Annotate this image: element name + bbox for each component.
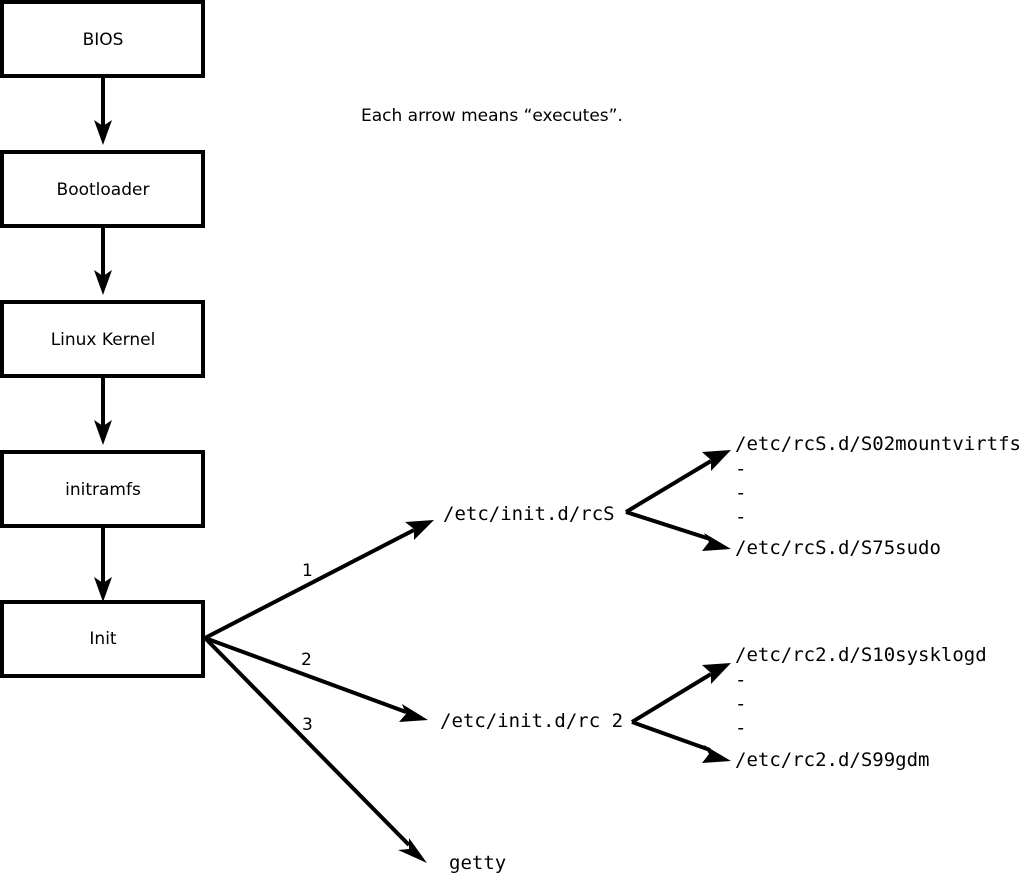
rc2-child-last: /etc/rc2.d/S99gdm (735, 749, 929, 771)
box-initramfs: initramfs (0, 450, 205, 528)
box-bios: BIOS (0, 0, 205, 78)
edge-number-2: 2 (301, 650, 312, 670)
edge-init-to-rcs (204, 520, 434, 640)
node-label-rc2: /etc/init.d/rc 2 (440, 710, 623, 732)
edge-bios-to-bootloader (94, 76, 112, 145)
rcs-child-last: /etc/rcS.d/S75sudo (735, 537, 941, 559)
edge-number-1: 1 (302, 561, 313, 581)
node-label-getty: getty (449, 852, 506, 874)
rcs-child-first: /etc/rcS.d/S02mountvirtfs (735, 433, 1021, 455)
edge-rcs-to-first-child (624, 450, 731, 514)
edge-rcs-to-last-child (625, 510, 731, 551)
box-label-initramfs: initramfs (65, 480, 141, 500)
rc2-ellipsis-dash-1: - (735, 669, 746, 691)
edge-init-to-rc2 (204, 636, 428, 722)
rc2-ellipsis-dash-2: - (735, 693, 746, 715)
edge-kernel-to-initramfs (94, 376, 112, 445)
edge-rc2-to-first-child (630, 663, 731, 724)
edge-number-3: 3 (302, 715, 313, 735)
box-init: Init (0, 600, 205, 678)
edge-init-to-getty (203, 636, 427, 863)
rcs-ellipsis-dash-1: - (735, 458, 746, 480)
box-linux-kernel: Linux Kernel (0, 300, 205, 378)
box-label-bios: BIOS (83, 30, 124, 50)
rc2-ellipsis-dash-3: - (735, 717, 746, 739)
box-label-bootloader: Bootloader (57, 180, 150, 200)
box-label-linux-kernel: Linux Kernel (51, 330, 156, 350)
rcs-ellipsis-dash-3: - (735, 506, 746, 528)
rc2-child-first: /etc/rc2.d/S10sysklogd (735, 644, 987, 666)
box-bootloader: Bootloader (0, 150, 205, 228)
caption-text: Each arrow means “executes”. (361, 106, 623, 126)
box-label-init: Init (89, 629, 117, 649)
edge-initramfs-to-init (94, 526, 112, 602)
rcs-ellipsis-dash-2: - (735, 482, 746, 504)
node-label-rcs: /etc/init.d/rcS (443, 503, 615, 525)
edge-rc2-to-last-child (631, 720, 731, 763)
edge-bootloader-to-kernel (94, 226, 112, 295)
